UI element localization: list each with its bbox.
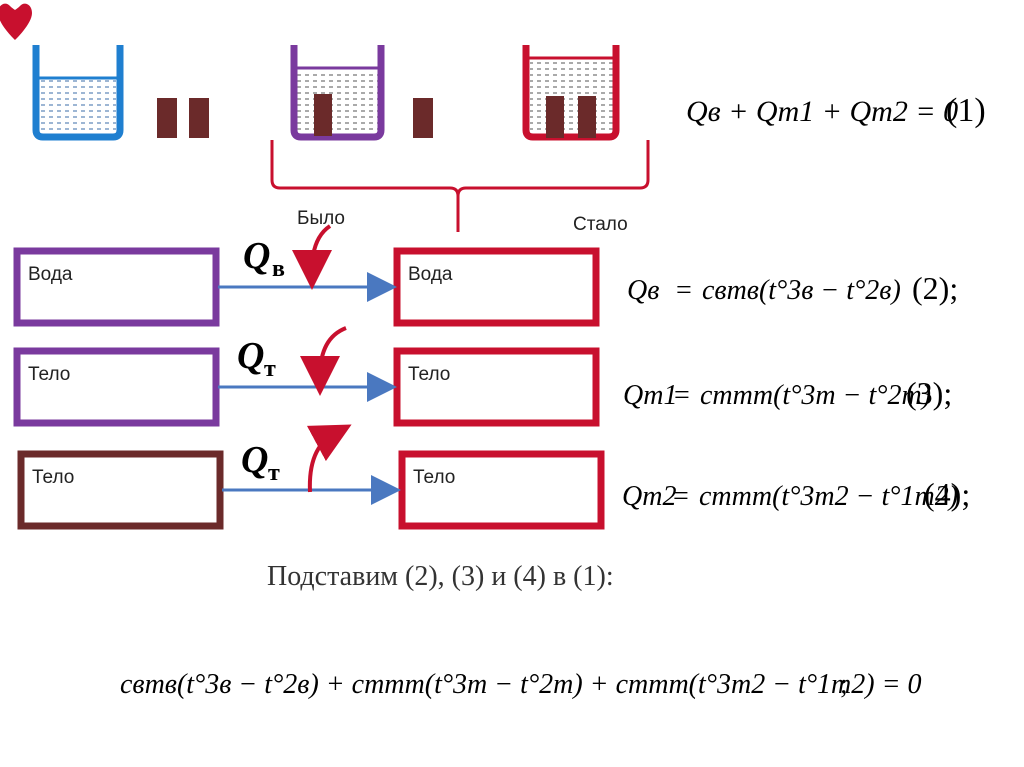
q-body2-sub: т	[268, 460, 280, 486]
eq4-lhs: Qт2	[622, 481, 676, 512]
body-block-icon	[189, 98, 209, 138]
final-eq-tail: ;	[840, 669, 848, 700]
eq3-rhs: cтmт(t°3т − t°2т)	[700, 380, 931, 411]
beaker-blue-icon	[36, 45, 120, 137]
box-body1-after	[397, 351, 596, 423]
equation-3: Qт1 = cтmт(t°3т − t°2т) (3);	[623, 375, 952, 411]
q-water-label: Q	[243, 235, 270, 277]
eq4-equals: =	[673, 481, 689, 512]
heart-icon	[0, 4, 32, 40]
box-body2-before	[21, 454, 220, 526]
eq2-rhs: cвmв(t°3в − t°2в)	[702, 275, 901, 306]
eq2-equals: =	[676, 275, 692, 306]
body-block-icon	[413, 98, 433, 138]
box-water-after-label: Вода	[408, 264, 453, 285]
box-water-before	[17, 251, 216, 323]
q-body1-sub: т	[264, 356, 276, 382]
eq4-rhs: cтmт(t°3т2 − t°1т2)	[699, 481, 958, 512]
eq1-number: (1)	[946, 92, 986, 129]
q-water-sub: в	[272, 256, 285, 282]
q-body1-label: Q	[237, 335, 264, 377]
box-water-after	[397, 251, 596, 323]
final-equation: cвmв(t°3в − t°2в) + cтmт(t°3т − t°2т) + …	[120, 669, 922, 700]
q-body2-label: Q	[241, 439, 268, 481]
curved-arrow-icon	[312, 226, 330, 270]
curved-arrow-icon	[310, 434, 334, 492]
substitute-text: Подставим (2), (3) и (4) в (1):	[267, 561, 614, 592]
beaker-purple-icon	[294, 45, 381, 137]
eq4-number: (4);	[924, 476, 970, 512]
eq3-equals: =	[674, 380, 690, 411]
box-body1-after-label: Тело	[408, 364, 450, 385]
box-body1-before	[17, 351, 216, 423]
equation-4: Qт2 = cтmт(t°3т2 − t°1т2) (4);	[622, 476, 970, 512]
eq3-number: (3);	[906, 375, 952, 411]
eq2-lhs: Qв	[627, 275, 659, 306]
box-body2-after-label: Тело	[413, 467, 455, 488]
label-before: Было	[297, 208, 345, 229]
eq2-number: (2);	[912, 270, 958, 306]
curved-arrow-icon	[320, 328, 346, 376]
body-block-icon	[157, 98, 177, 138]
equation-2: Qв = cвmв(t°3в − t°2в) (2);	[627, 270, 958, 306]
label-after: Стало	[573, 214, 628, 235]
final-eq-text: cвmв(t°3в − t°2в) + cтmт(t°3т − t°2т) + …	[120, 669, 922, 700]
box-water-before-label: Вода	[28, 264, 73, 285]
eq1-text: Qв + Qт1 + Qт2 = 0	[686, 95, 958, 128]
box-body2-before-label: Тело	[32, 467, 74, 488]
beaker-red-icon	[526, 45, 616, 138]
eq3-lhs: Qт1	[623, 380, 677, 411]
box-body2-after	[402, 454, 601, 526]
equation-1: Qв + Qт1 + Qт2 = 0 (1)	[686, 92, 986, 129]
box-body1-before-label: Тело	[28, 364, 70, 385]
